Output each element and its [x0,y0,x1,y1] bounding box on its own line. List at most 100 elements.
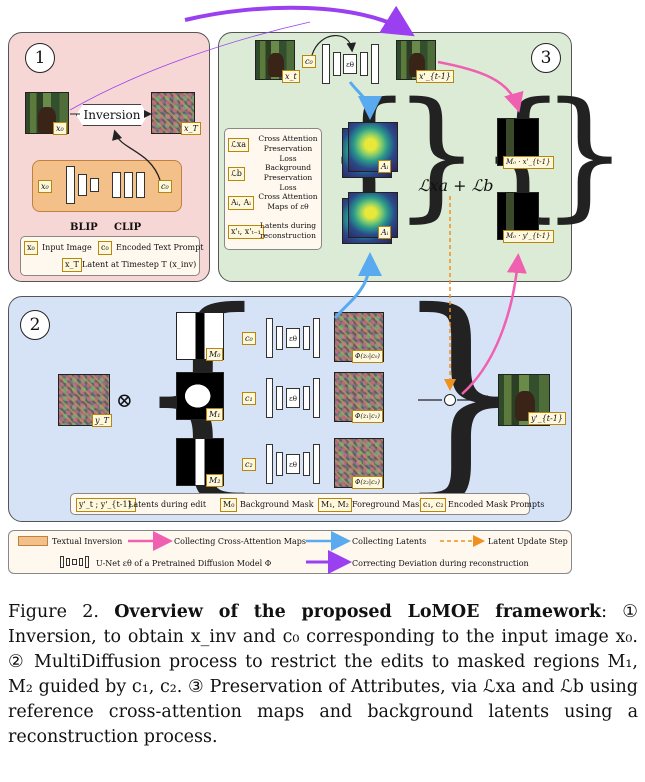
unet-bar-c-0 [303,326,310,350]
legend-c0-symbol: c₀ [98,241,112,255]
legend-unet: U-Net εθ of a Pretrained Diffusion Model… [96,559,272,568]
mask-tag-0: M₀ [206,348,224,361]
unet-bar-b-1 [276,386,283,410]
legend-latent-timestep: Latent at Timestep T (x_inv) [82,260,197,269]
clip-bar-2 [124,172,133,198]
legend-input-image: Input Image [42,243,92,252]
p3-legend-symbol: Aᵢ, Aᵢ [228,196,254,210]
legend-fg-tag: M₁, M₂ [318,498,352,512]
unet-bar-a-2 [266,444,273,484]
eps-label-p3: εθ [346,61,354,69]
caption-prefix: Figure 2. [8,602,99,622]
unet-bar-b-2 [276,452,283,476]
p3-legend-text: Cross Attention Preservation Loss [258,134,318,163]
blip-bar-2 [78,174,87,196]
blue-arrow-latents [333,252,382,319]
xt1-tag: x'_{t-1} [416,70,454,83]
legend-xT-symbol: x_T [62,258,82,272]
right-brace-p3b: } [540,73,630,236]
inversion-box: Inversion [76,104,148,126]
eps-box-2: εθ [286,454,300,474]
xt-tag: x_t [282,70,300,83]
legend-collecting-ca: Collecting Cross-Attention Maps [174,537,306,546]
panel2-legend [70,493,530,515]
output-latent-thumbnail [498,374,550,426]
p3-legend-symbol: x'ₜ, x'ₜ₋₁ [228,225,264,239]
inversion-label: Inversion [83,108,141,122]
out-tag-1: Φ(z₁|c₁) [352,410,383,423]
mask-tag-1: M₁ [206,408,224,421]
x0-small-tag: x₀ [38,180,52,193]
unet-icon [60,556,90,568]
legend-fg-mask: Foreground Masks [352,500,429,509]
legend-encoded-prompt: Encoded Text Prompt [116,243,204,252]
merge-circle [444,394,456,406]
figure-caption: Figure 2. Overview of the proposed LoMOE… [8,600,638,750]
clip-label: CLIP [114,222,142,233]
unet-bar-d-1 [313,378,320,418]
blip-bar-1 [66,166,75,204]
unet-bar-a-1 [266,378,273,418]
ai-tag: Aᵢ [378,160,392,173]
legend-latents-tag: y'_t ; y'_{t-1} [76,498,136,512]
step-number-3: 3 [531,43,561,73]
eps-box-0: εθ [286,328,300,348]
right-brace-p3a: } [392,73,482,236]
legend-correcting: Correcting Deviation during reconstructi… [352,559,529,568]
purple-correcting-arrow [184,5,415,37]
x0-tag: x₀ [53,122,67,135]
caption-body: : ① Inversion, to obtain x_inv and c₀ co… [8,602,638,747]
step-number-1: 1 [25,43,55,73]
aj-tag: Aᵢ [378,226,392,239]
legend-enc-mask: Encoded Mask Prompts [448,500,545,509]
out-tag-2: Φ(z₂|c₂) [352,476,383,489]
otimes-symbol: ⊗ [116,388,133,412]
blip-label: BLIP [70,222,98,233]
unet-p3-bar-4 [371,44,379,84]
c-tag-2: c₂ [242,458,256,471]
c0-tag: c₀ [158,180,172,193]
xT-tag: x_T [181,122,201,135]
unet-bar-c-1 [303,386,310,410]
unet-p3-bar-3 [360,52,368,76]
legend-latents-edit: Latents during edit [128,500,207,509]
arrows-overlay [69,5,527,574]
p3-legend-symbol: ℒb [228,167,245,181]
p3-legend-text: Latents during reconstruction [259,221,317,240]
c-tag-1: c₁ [242,392,256,405]
legend-bg-mask: Background Mask [240,500,314,509]
unet-bar-c-2 [303,452,310,476]
clip-bar-1 [112,172,121,198]
c-tag-0: c₀ [242,332,256,345]
p3-legend-text: Cross Attention Maps of εθ [258,192,318,211]
caption-title: Overview of the proposed LoMOE framework [114,602,602,622]
legend-enc-tag: c₁, c₂ [420,498,447,512]
unet-p3-bar-2 [333,52,341,76]
blue-arrow-ca [348,81,382,120]
blip-bar-3 [90,178,99,192]
yT-tag: y_T [92,414,112,427]
loss-equation: ℒxa + ℒb [418,176,494,195]
pink-arrow-bottom [461,253,527,395]
unet-bar-a-0 [266,318,273,358]
unet-bar-d-0 [313,318,320,358]
legend-collecting-latents: Collecting Latents [352,537,427,546]
cross-attention-map-1b [348,122,398,172]
purple-thin-line [69,21,311,111]
p3-legend-symbol: ℒxa [228,138,250,152]
eps-box-p3: εθ [343,54,357,74]
yt-out-tag: y'_{t-1} [528,412,566,425]
legend-textual-inversion: Textual Inversion [52,537,123,546]
legend-x0-symbol: x₀ [24,241,38,255]
step-number-2: 2 [20,310,50,340]
textual-inversion-swatch [18,536,48,546]
mask-tag-2: M₂ [206,474,224,487]
eps-box-1: εθ [286,388,300,408]
legend-bg-tag: M₀ [220,498,238,512]
unet-p3-bar-1 [322,44,330,84]
m0-tag-2: M₀ · y'_{t-1} [503,230,554,243]
unet-bar-d-2 [313,444,320,484]
legend-latent-update: Latent Update Step [488,537,568,546]
m0-tag: M₀ · x'_{t-1} [503,156,554,169]
p3-legend-text: Background Preservation Loss [263,163,313,192]
